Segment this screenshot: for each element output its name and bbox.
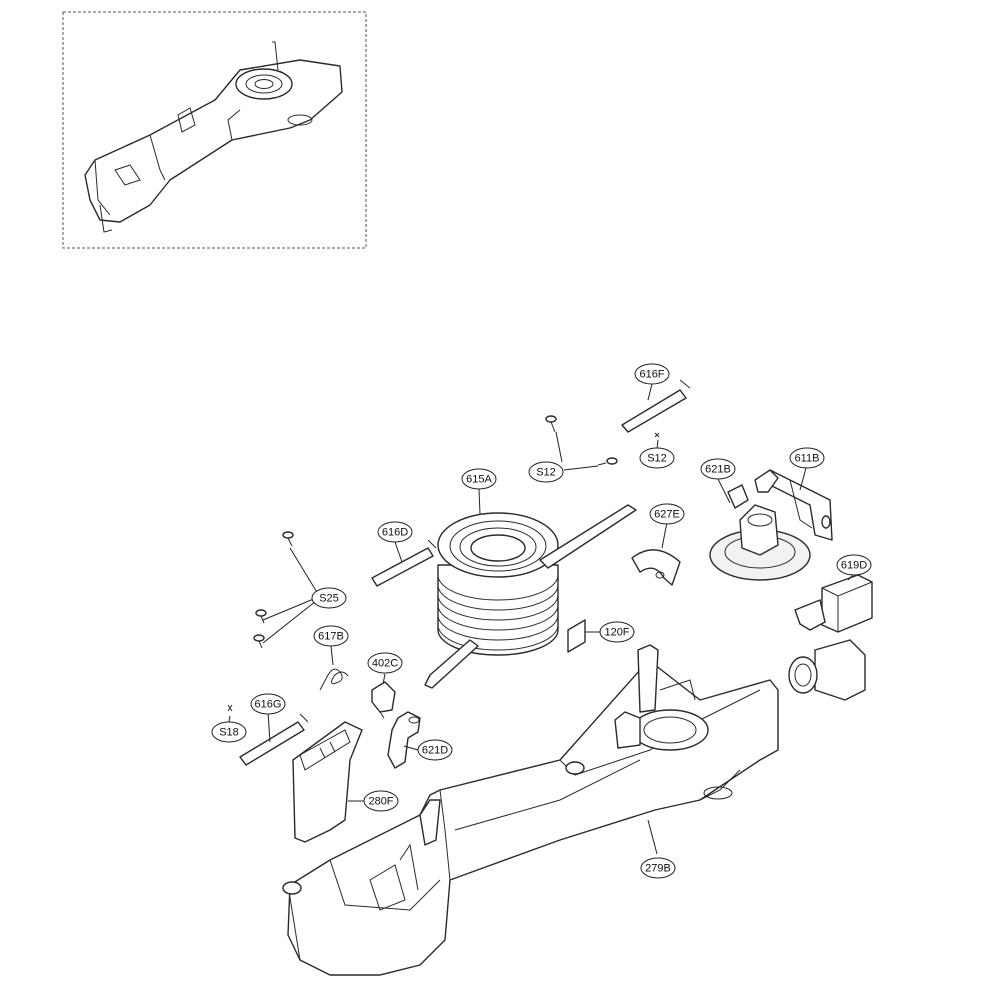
housing-279B	[282, 644, 779, 976]
tube-616G	[239, 713, 309, 766]
screw-S25-c	[253, 634, 265, 649]
callout-label: S12	[647, 453, 667, 465]
callout-bubble	[211, 721, 247, 743]
callout-bubble	[313, 625, 349, 647]
callout-label: S18	[219, 727, 239, 739]
callout-bubble	[417, 739, 453, 761]
callout-619d: 619D	[836, 554, 872, 576]
callout-bubble	[367, 652, 403, 674]
callout-label: 621D	[422, 745, 448, 757]
screw-S12-a	[545, 415, 557, 433]
tube-616D	[371, 539, 437, 587]
elbow-621D	[387, 711, 421, 769]
callout-120f: 120F	[599, 621, 635, 643]
callout-279b: 279B	[640, 857, 676, 879]
callout-label: 280F	[368, 796, 393, 808]
callout-label: 279B	[645, 863, 671, 875]
tube-616F	[621, 379, 691, 433]
valve-619D	[788, 574, 873, 701]
screws	[227, 415, 660, 712]
callout-bubble	[700, 458, 736, 480]
callout-bubble	[639, 447, 675, 469]
callout-bubble	[789, 447, 825, 469]
callout-s12b: S12	[639, 447, 675, 469]
inset-frame	[62, 11, 367, 249]
callout-label: S12	[536, 467, 556, 479]
callout-label: 616D	[382, 527, 408, 539]
assembled-housing-thumbnail	[84, 41, 343, 233]
part-621B	[727, 469, 779, 556]
callout-621d: 621D	[417, 739, 453, 761]
screw-S18	[227, 704, 233, 712]
callout-611b: 611B	[789, 447, 825, 469]
part-callouts: 616FS12S12621B611B615A627E616D619DS25120…	[211, 363, 872, 879]
callout-280f: 280F	[363, 790, 399, 812]
pad-120F	[567, 619, 586, 653]
callout-616d: 616D	[377, 521, 413, 543]
screw-S25-a	[282, 531, 294, 547]
callout-label: 617B	[318, 631, 344, 643]
callout-627e: 627E	[649, 503, 685, 525]
cover-280F	[292, 721, 363, 843]
spring-617B	[319, 668, 349, 691]
callout-label: S25	[319, 593, 339, 605]
callout-bubble	[634, 363, 670, 385]
callout-bubble	[836, 554, 872, 576]
callout-bubble	[250, 693, 286, 715]
callout-bubble	[461, 468, 497, 490]
callout-label: 611B	[795, 453, 820, 465]
callout-616g: 616G	[250, 693, 286, 715]
clip-627E	[631, 549, 681, 586]
callout-616f: 616F	[634, 363, 670, 385]
callout-label: 616G	[255, 699, 282, 711]
tube-coil-615A	[424, 504, 637, 689]
callout-bubble	[363, 790, 399, 812]
callout-label: 616F	[639, 369, 664, 381]
callout-621b: 621B	[700, 458, 736, 480]
callout-402c: 402C	[367, 652, 403, 674]
callout-label: 120F	[604, 627, 629, 639]
callout-bubble	[599, 621, 635, 643]
callout-label: 621B	[705, 464, 731, 476]
callout-label: 402C	[372, 658, 398, 670]
callout-bubble	[640, 857, 676, 879]
callout-label: 619D	[841, 560, 867, 572]
callout-s18: S18	[211, 721, 247, 743]
callout-label: 615A	[466, 474, 492, 486]
callout-617b: 617B	[313, 625, 349, 647]
callout-615a: 615A	[461, 468, 497, 490]
callout-bubble	[311, 587, 347, 609]
lever-402C	[371, 681, 396, 719]
leader-lines	[228, 383, 854, 855]
callout-bubble	[528, 461, 564, 483]
callout-bubble	[649, 503, 685, 525]
callout-s12a: S12	[528, 461, 564, 483]
callout-label: 627E	[654, 509, 680, 521]
screw-S25-b	[255, 609, 267, 624]
screw-S12-c	[654, 432, 660, 438]
callout-s25: S25	[311, 587, 347, 609]
callout-bubble	[377, 521, 413, 543]
screw-S12-b	[597, 457, 618, 466]
assembled-view-inset	[62, 11, 367, 249]
